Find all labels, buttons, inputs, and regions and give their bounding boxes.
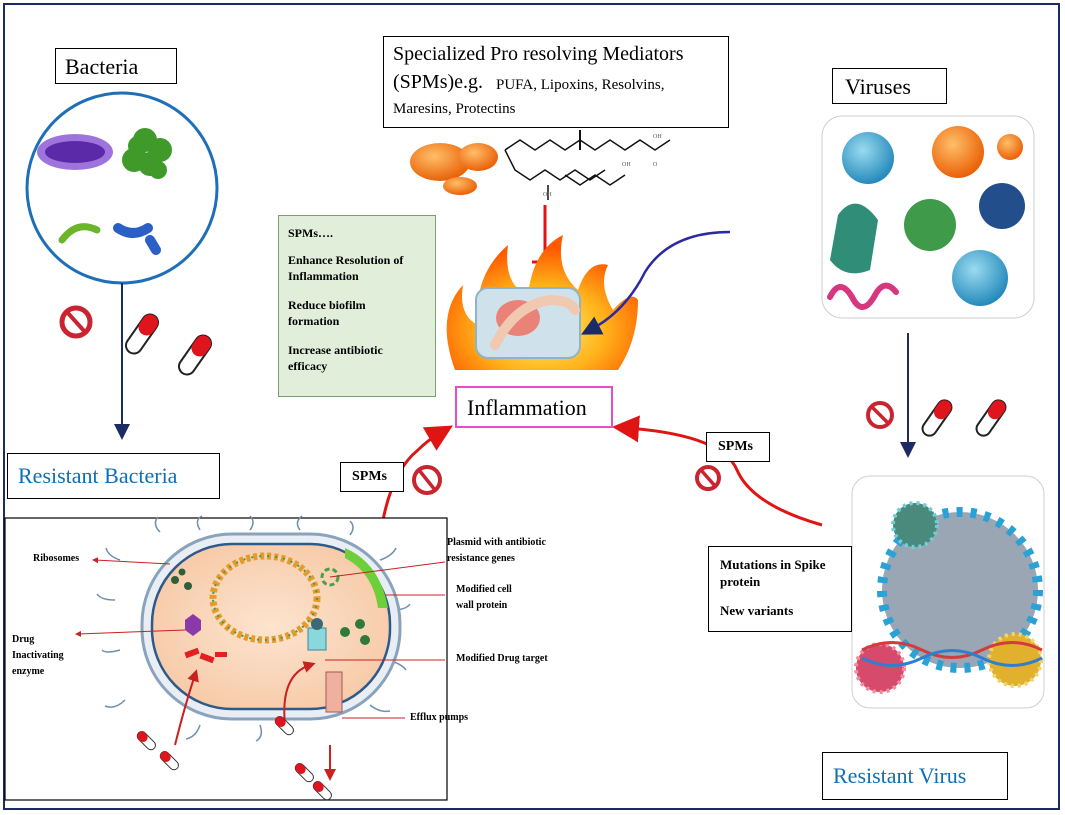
label-efflux-pumps: Efflux pumps <box>410 712 469 723</box>
spm-line2b: PUFA, Lipoxins, Resolvins, <box>496 77 665 93</box>
effects-item2a: Reduce biofilm <box>288 298 366 312</box>
spm-info-box: Specialized Pro resolving Mediators (SPM… <box>383 36 729 128</box>
effects-item2b: formation <box>288 314 340 328</box>
label-drug-target: Modified Drug target <box>456 653 548 664</box>
spms-tag-label: SPMs <box>718 439 753 454</box>
effects-item1a: Enhance Resolution of <box>288 253 404 267</box>
effects-item3a: Increase antibiotic <box>288 343 383 357</box>
spms-tag-label: SPMs <box>352 469 387 484</box>
effects-item3b: efficacy <box>288 359 328 373</box>
molecule-oh: OH <box>543 192 552 198</box>
label-drug: Drug <box>12 634 35 645</box>
resistant-bacteria-label: Resistant Bacteria <box>18 463 178 488</box>
outer-frame <box>3 3 1060 810</box>
bacteria-spm-arrow <box>381 425 453 521</box>
spms-tag-bacteria: SPMs <box>340 462 404 492</box>
inflammation-label: Inflammation <box>467 395 587 420</box>
spm-effects-box: SPMs…. Enhance Resolution of Inflammatio… <box>278 215 436 397</box>
pill-icon <box>975 399 1007 437</box>
viruses-label-box: Viruses <box>832 68 947 104</box>
label-ribosomes: Ribosomes <box>33 553 80 564</box>
bacteria-circle <box>25 91 219 285</box>
no-symbol-icon <box>866 401 894 429</box>
pill-icon <box>124 313 160 355</box>
label-wall-protein: wall protein <box>456 600 508 611</box>
viruses-image <box>821 115 1035 319</box>
spms-tag-virus: SPMs <box>706 432 770 462</box>
virus-spm-arrow <box>612 415 823 527</box>
label-inactivating: Inactivating <box>12 650 64 661</box>
mutations-box: Mutations in Spike protein New variants <box>708 546 852 632</box>
resistant-virus-image <box>851 475 1045 709</box>
molecule-o: O <box>653 162 658 168</box>
mutations-line3: New variants <box>720 603 794 618</box>
resistant-virus-box: Resistant Virus <box>822 752 1008 800</box>
effects-item1b: Inflammation <box>288 269 359 283</box>
viruses-label: Viruses <box>845 74 911 99</box>
spm-line2a: (SPMs)e.g. <box>393 71 484 93</box>
inflammation-fire-illustration <box>446 235 638 370</box>
bacteria-label-box: Bacteria <box>55 48 177 84</box>
bacterial-cell-illustration <box>75 515 446 801</box>
label-modified-cell: Modified cell <box>456 584 512 595</box>
no-symbol-icon <box>59 305 93 339</box>
label-resistance-genes: resistance genes <box>447 553 515 564</box>
no-symbol-icon <box>412 465 442 495</box>
inflammation-box: Inflammation <box>455 386 613 428</box>
spm-molecule-illustration <box>410 130 671 200</box>
mutations-line1: Mutations in Spike <box>720 557 826 572</box>
virus-to-inflammation-arrow <box>581 230 731 335</box>
mutations-line2: protein <box>720 574 761 589</box>
label-enzyme: enzyme <box>12 666 45 677</box>
resistant-bacteria-box: Resistant Bacteria <box>7 453 220 499</box>
label-plasmid: Plasmid with antibiotic <box>447 537 546 548</box>
spm-line1: Specialized Pro resolving Mediators <box>393 43 684 65</box>
molecule-oh: OH <box>622 162 631 168</box>
molecule-oh: OH <box>653 134 662 140</box>
spm-line3: Maresins, Protectins <box>393 101 516 117</box>
no-symbol-icon <box>695 465 721 491</box>
pill-icon <box>177 334 213 376</box>
resistant-virus-label: Resistant Virus <box>833 763 967 788</box>
effects-title: SPMs…. <box>288 226 333 240</box>
bacteria-label: Bacteria <box>65 54 139 79</box>
pill-icon <box>921 399 953 437</box>
